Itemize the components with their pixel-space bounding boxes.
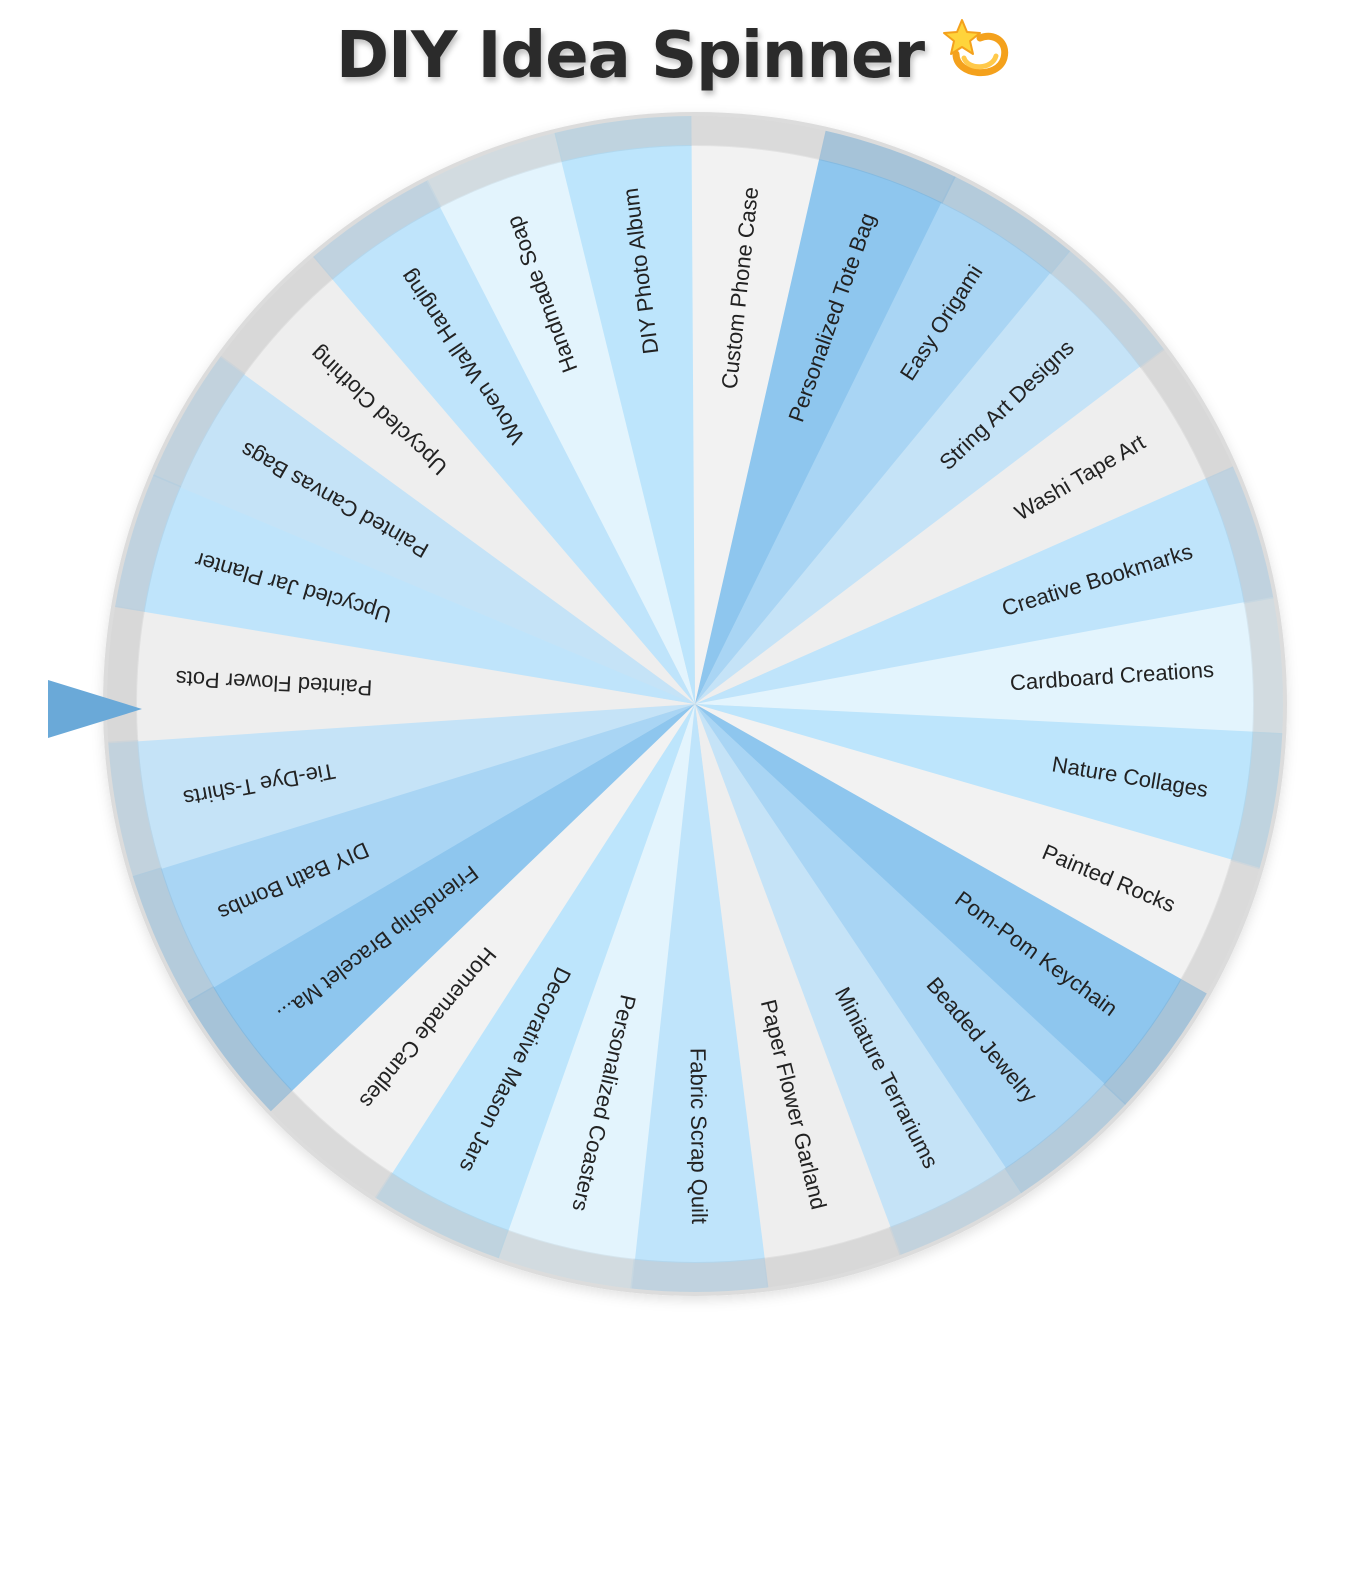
wheel-segment-rim [497, 1229, 636, 1289]
wheel-segment [331, 206, 695, 704]
wheel-segment-rim-shade [426, 132, 564, 208]
wheel-segment-rim-shade [1049, 250, 1165, 369]
wheel-segment-rim-shade [108, 739, 162, 878]
wheel-segment [695, 704, 1007, 1229]
wheel-segment [695, 202, 1052, 705]
wheel-segment-rim [153, 355, 246, 488]
wheel-segment [290, 704, 695, 1174]
wheel-segment-rim [1179, 859, 1260, 995]
wheel-segment [633, 704, 765, 1264]
wheel-segment-rim-shade [269, 1089, 393, 1199]
wheel-segment [160, 704, 695, 988]
wheel-segment-rim-shade [115, 474, 182, 612]
wheel-segment-rim [554, 116, 692, 163]
wheel-segment [695, 704, 1254, 862]
wheel-segment-rim [1103, 978, 1207, 1105]
wheel-segment [695, 704, 891, 1259]
wheel-segment-rim [1205, 466, 1274, 604]
wheel-segment-rim [426, 132, 564, 208]
dizzy-star-icon [942, 14, 1014, 105]
wheel-segment [695, 704, 1105, 1170]
wheel-segment-rim [941, 176, 1071, 275]
wheel-segment-rim-shade [941, 176, 1071, 275]
pointer-indicator [48, 680, 142, 738]
wheel-segment-rim [187, 985, 293, 1112]
page-title: DIY Idea Spinner [0, 14, 1350, 105]
wheel-segment-rim [220, 255, 334, 375]
wheel-segment [695, 602, 1254, 734]
wheel-segment-rim-shade [1243, 596, 1283, 735]
wheel-segment-rim-shade [1139, 348, 1234, 480]
wheel-segment-rim [1004, 1083, 1127, 1194]
wheel-segment-rim-shade [1004, 1083, 1127, 1194]
wheel-segment [507, 704, 695, 1260]
wheel-segment-rim-shade [554, 116, 692, 163]
wheel-segment-rim-shade [889, 1167, 1023, 1256]
wheel-segment-rim [630, 1257, 769, 1293]
wheel-segment-rim-shade [1230, 731, 1283, 870]
wheel-segment [561, 145, 695, 704]
wheel-segment-rim-shade [630, 1257, 769, 1293]
wheel-segment [695, 704, 1232, 981]
wheel-segment [695, 158, 943, 705]
wheel-segment [439, 160, 695, 705]
wheel-segment-rim [1139, 348, 1234, 480]
wheel-segment [390, 704, 695, 1231]
wheel-segment-rim [889, 1167, 1023, 1256]
wheel-segment-rim [1049, 250, 1165, 369]
wheel-segment-rim-shade [132, 867, 215, 1003]
wheel-segment [137, 704, 696, 869]
wheel-segment-rim-shade [689, 116, 828, 161]
wheel-segment [243, 277, 695, 704]
wheel-segment [690, 145, 821, 704]
wheel-segment-rim [269, 1089, 393, 1199]
wheel-segment-rim-shade [1205, 466, 1274, 604]
wheel-segment-rim [763, 1226, 901, 1288]
segment-label: Fabric Scrap Quilt [686, 1048, 713, 1224]
wheel-segment-rim-shade [153, 355, 246, 488]
wheel-segment-rim-shade [497, 1229, 636, 1289]
wheel-segment-rim-shade [1103, 978, 1207, 1105]
wheel-segment-rim-shade [187, 985, 293, 1112]
wheel-segment [695, 478, 1245, 704]
wheel-rim-overlay [106, 116, 1283, 1293]
wheel-segment-rim-shade [313, 180, 442, 280]
wheel-segment-rim [115, 474, 182, 612]
wheel-segment-rim [1243, 596, 1283, 735]
wheel-segment [143, 485, 695, 704]
wheel-segment-rim-shade [220, 255, 334, 375]
wheel-segment-rim-shade [1179, 859, 1260, 995]
wheel-segment [695, 272, 1142, 704]
wheel-segment [695, 366, 1207, 704]
wheel-segments [136, 145, 1254, 1264]
wheel-segment-rim [132, 867, 215, 1003]
wheel-segment-rim [1230, 731, 1283, 870]
wheel-segment-rim [313, 180, 442, 280]
wheel-segment-rim-shade [374, 1172, 509, 1259]
title-text: DIY Idea Spinner [336, 19, 925, 94]
wheel-segment-rim [818, 130, 956, 204]
wheel-segment [179, 372, 695, 704]
wheel-segment [695, 704, 1182, 1086]
wheel-segment-rim-shade [818, 130, 956, 204]
wheel-segment-rim-shade [763, 1226, 901, 1288]
wheel-segment [212, 704, 695, 1092]
wheel-segment-rim [689, 116, 828, 161]
wheel-segment-rim [374, 1172, 509, 1259]
wheel-segment [136, 610, 695, 742]
wheel-segment-rim [108, 739, 162, 878]
